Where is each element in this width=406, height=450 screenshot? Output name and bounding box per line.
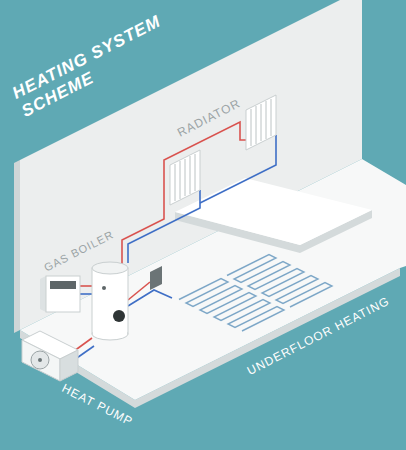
coil-pipe [227, 255, 332, 308]
manifold-pipe [128, 282, 150, 300]
radiator [170, 150, 200, 205]
manifold-pipe [128, 290, 172, 306]
heat-pump [22, 331, 78, 381]
underfloor-coils [179, 255, 332, 332]
return-pipe [200, 135, 276, 203]
hot-water-tank [92, 262, 128, 340]
wall-edge [14, 160, 20, 333]
supply-pipe [122, 122, 246, 266]
floor [20, 159, 406, 400]
coil-pipe [179, 279, 284, 332]
manifold [150, 266, 162, 290]
gas-boiler [40, 276, 80, 312]
boiler-pipe [80, 285, 92, 287]
platform [175, 178, 372, 245]
return-pipe [128, 190, 200, 263]
boiler-pipe [80, 293, 92, 295]
radiator [246, 95, 276, 150]
